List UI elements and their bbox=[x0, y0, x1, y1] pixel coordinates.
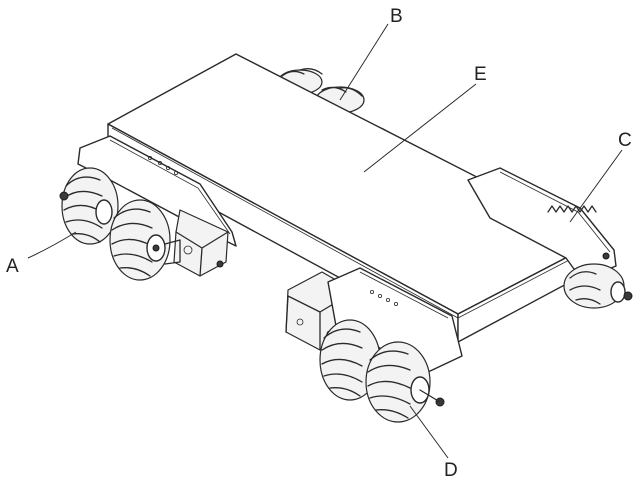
leader-lines bbox=[27, 23, 623, 459]
leader-line-d bbox=[409, 405, 449, 459]
leader-line-c bbox=[569, 149, 623, 223]
wheel-module-right bbox=[467, 167, 633, 309]
label-d: D bbox=[444, 460, 458, 481]
label-c: C bbox=[618, 130, 632, 151]
label-b: B bbox=[390, 6, 403, 27]
leader-line-b bbox=[339, 23, 389, 101]
wheel-module-left bbox=[59, 135, 237, 281]
leader-line-e bbox=[363, 83, 477, 173]
label-a: A bbox=[6, 256, 19, 277]
leader-line-a bbox=[27, 231, 77, 259]
label-e: E bbox=[474, 64, 487, 85]
wheel-module-front bbox=[285, 267, 463, 423]
